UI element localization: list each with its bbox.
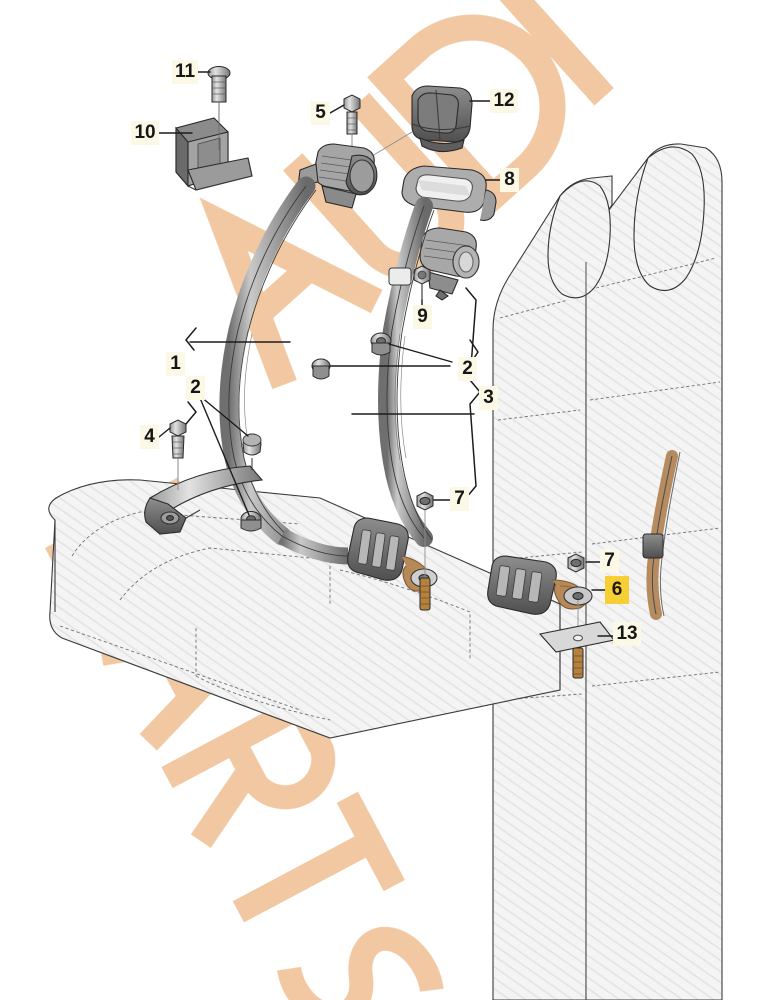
- left-three-point-seat-belt: [219, 176, 349, 565]
- callout-7[interactable]: 7: [600, 549, 619, 573]
- belt-anchor-bolt-d: [240, 511, 262, 532]
- callout-10[interactable]: 10: [131, 121, 159, 145]
- lower-anchor-bolt: [169, 419, 187, 490]
- belt-guide-trim-bracket: [175, 117, 253, 191]
- seat-belt-webbing-seat-right: [642, 450, 681, 620]
- callout-12[interactable]: 12: [490, 89, 518, 113]
- belt-guide-cover-cap: [411, 85, 473, 153]
- center-buckle-bolt: [419, 577, 431, 611]
- callout-3[interactable]: 3: [479, 386, 498, 410]
- center-seat-belt-buckle: [347, 517, 438, 592]
- seat-cushion: [48, 479, 561, 739]
- callout-1[interactable]: 1: [166, 352, 185, 376]
- right-belt-retractor: [419, 227, 480, 301]
- right-three-point-seat-belt: [378, 197, 435, 547]
- cap-12-axis: [371, 131, 413, 157]
- belt-anchor-bolt-a: [311, 358, 331, 380]
- callout-11[interactable]: 11: [172, 60, 198, 84]
- hex-flange-bolt-upper: [207, 66, 231, 150]
- buckle-retaining-nut-center: [416, 491, 434, 584]
- belt-anchor-bolt-c: [242, 433, 262, 470]
- belt-anchor-bolt-b: [370, 332, 392, 356]
- backing-plate-bolt: [572, 647, 584, 679]
- callout-8[interactable]: 8: [500, 168, 519, 192]
- callout-4[interactable]: 4: [140, 425, 159, 449]
- callout-9[interactable]: 9: [413, 305, 432, 329]
- retractor-pivot-nut: [413, 265, 431, 300]
- leader-lines: [158, 71, 614, 637]
- buckle-retaining-nut-right: [567, 553, 585, 573]
- callout-6-selected[interactable]: 6: [605, 576, 629, 604]
- callout-13[interactable]: 13: [613, 622, 641, 646]
- callout-7[interactable]: 7: [450, 487, 469, 511]
- callout-2[interactable]: 2: [186, 376, 205, 400]
- retractor-mounting-bolt: [343, 94, 361, 158]
- callout-2[interactable]: 2: [458, 357, 477, 381]
- callout-5[interactable]: 5: [311, 101, 330, 125]
